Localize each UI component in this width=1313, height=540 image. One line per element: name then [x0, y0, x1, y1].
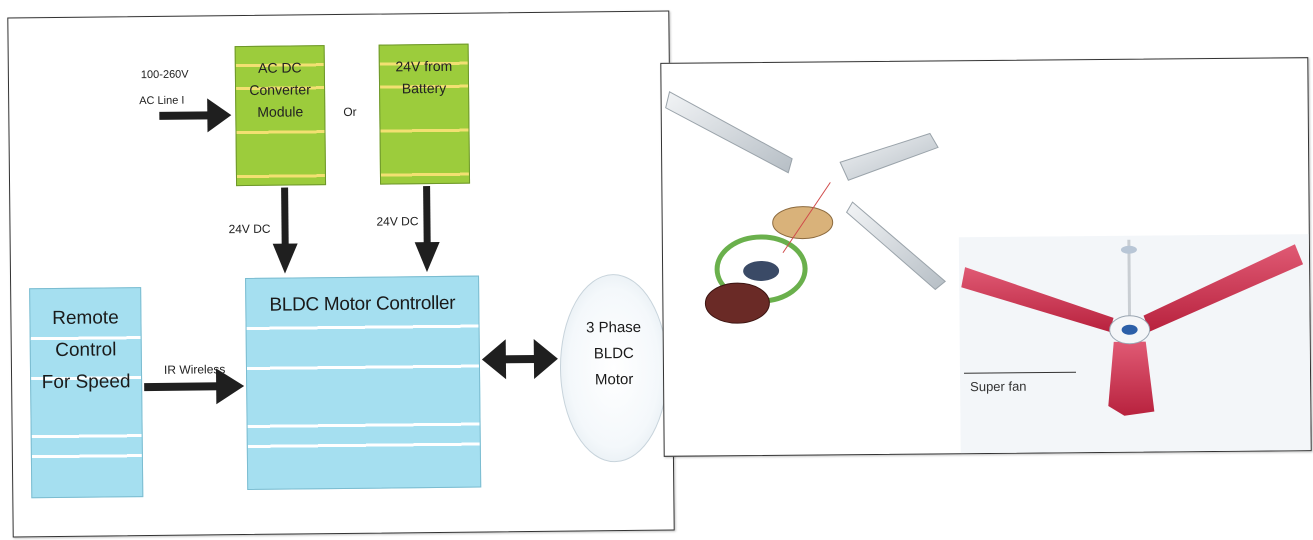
- ir-arrow: [144, 368, 245, 405]
- assembled-fan: [961, 239, 1304, 416]
- battery-down-arrow: [414, 186, 440, 273]
- fan-blade-right: [1143, 244, 1304, 332]
- fan-photo-panel: Super fan: [660, 57, 1312, 457]
- input-arrow: [159, 98, 232, 133]
- fan-caption: Super fan: [970, 378, 1027, 395]
- exploded-blade-2: [839, 132, 939, 181]
- converter-down-arrow: [272, 187, 298, 274]
- exploded-blade-1: [665, 91, 793, 174]
- exploded-blade-3: [845, 201, 946, 291]
- bidirectional-arrow: [481, 338, 558, 380]
- exploded-fan-view: [665, 91, 946, 324]
- fan-illustration: [665, 91, 1311, 454]
- exploded-rotor: [743, 260, 780, 281]
- block-diagram-panel: 100-260V AC Line I AC DC Converter Modul…: [7, 10, 675, 538]
- exploded-base: [704, 282, 770, 324]
- fan-blade-left: [961, 267, 1114, 332]
- arrows-layer: [144, 98, 558, 405]
- fan-blade-bottom: [1108, 341, 1155, 416]
